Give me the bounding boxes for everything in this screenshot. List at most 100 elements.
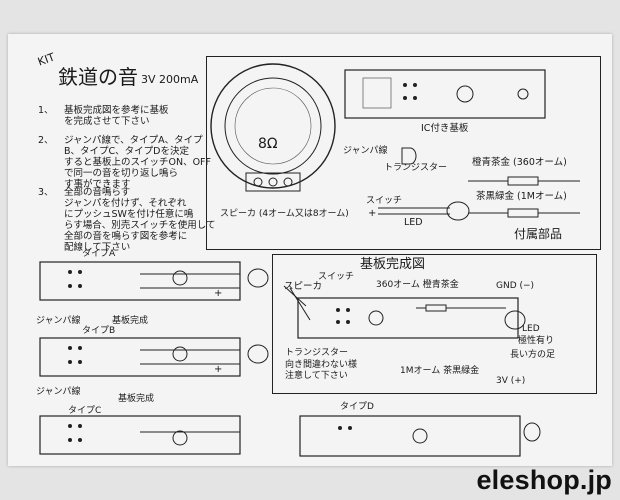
assembly-board-outline — [297, 297, 519, 339]
resistor-1m-label: 茶黒緑金 (1Mオーム) — [476, 191, 567, 202]
step-2-line-1: ジャンパ線で、タイプA、タイプ — [64, 135, 203, 146]
power-spec: 3V 200mA — [141, 73, 199, 86]
assembly-polarity: 極性有り — [518, 336, 555, 346]
transistor-note-1: トランジスター — [285, 348, 349, 358]
type-c-jumper: ジャンパ線 — [36, 387, 81, 397]
type-c-label: タイプC — [68, 406, 102, 416]
ic-board-outline — [344, 69, 546, 119]
type-d-hole-1 — [338, 426, 342, 430]
resistor-1m-body — [507, 208, 539, 218]
type-b-hole-4 — [78, 360, 82, 364]
type-a-board — [39, 261, 269, 301]
speaker-wire-2 — [289, 287, 311, 321]
type-b-led — [247, 344, 269, 364]
assembly-resistor-body — [425, 304, 447, 312]
type-a-hole-4 — [78, 284, 82, 288]
type-a-plus: + — [214, 288, 223, 299]
transistor-label: トランジスター — [384, 163, 448, 173]
assembly-r1m: 1Mオーム 茶黒緑金 — [400, 366, 480, 376]
jumper-label: ジャンパ線 — [343, 146, 388, 156]
step-2-number: 2、 — [38, 135, 54, 146]
assembly-gnd: GND (−) — [496, 281, 535, 291]
type-c-board-outline — [39, 415, 241, 455]
assembly-box — [272, 254, 597, 394]
parts-title: 付属部品 — [514, 227, 563, 241]
instruction-sheet — [8, 34, 612, 466]
assembly-board-hole-1 — [336, 308, 340, 312]
type-a-hole-2 — [78, 270, 82, 274]
type-a-pad — [172, 270, 188, 286]
type-c-hole-1 — [68, 424, 72, 428]
type-d-label: タイプD — [340, 402, 374, 412]
step-1-number: 1、 — [38, 105, 54, 116]
assembly-led-drawing — [504, 310, 526, 330]
step-3-line-4: らす場合、別売スイッチを使用して — [64, 220, 216, 231]
type-c-hole-2 — [78, 424, 82, 428]
resistor-360-body — [507, 176, 539, 186]
assembly-title: 基板完成図 — [360, 257, 426, 272]
resistor-360-label: 橙青茶金 (360オーム) — [472, 157, 567, 168]
step-1-line-2: を完成させて下さい — [64, 116, 150, 127]
resistor-1m-drawing — [468, 208, 580, 218]
step-3-line-1: 全部の音鳴らす — [64, 187, 131, 198]
speaker-inner-ring — [224, 77, 322, 175]
ic-board-label: IC付き基板 — [421, 123, 469, 134]
type-a-led — [247, 268, 269, 288]
ic-board-drawing — [344, 69, 546, 119]
assembly-3v: 3V (+) — [496, 376, 526, 386]
step-2-line-3: すると基板上のスイッチON、OFF — [64, 157, 211, 168]
assembly-switch: スイッチ — [318, 272, 355, 282]
assembly-board-hole-3 — [336, 320, 340, 324]
type-b-hole-3 — [68, 360, 72, 364]
assembly-led-lens — [504, 310, 526, 330]
assembly-board-drawing — [283, 285, 519, 339]
assembly-speaker: スピーカ — [284, 281, 323, 292]
type-b-board — [39, 337, 269, 377]
led-plus: + — [368, 208, 377, 219]
type-a-label: タイプA — [82, 249, 116, 259]
watermark: eleshop.jp — [476, 465, 612, 495]
speaker-drawing — [210, 63, 336, 192]
ic-board-hole-2 — [413, 83, 417, 87]
step-2-line-2: B、タイプC、タイプDを決定 — [64, 146, 189, 157]
type-b-board-outline — [39, 337, 241, 377]
type-d-board-outline — [299, 415, 521, 457]
led-lens — [446, 201, 470, 221]
transistor-body — [401, 147, 417, 165]
speaker-cone — [234, 87, 312, 165]
ic-board-hole-3 — [403, 96, 407, 100]
assembly-long-leg: 長い方の足 — [510, 350, 556, 360]
type-d-pad — [412, 428, 428, 444]
type-d-led — [523, 422, 541, 442]
led-drawing — [378, 201, 470, 221]
speaker-terminal — [245, 172, 301, 192]
type-d-hole-2 — [348, 426, 352, 430]
assembly-r360: 360オーム 橙青茶金 — [376, 280, 459, 290]
type-b-jumper: ジャンパ線 — [36, 316, 81, 326]
terminal-dot-3 — [283, 177, 293, 187]
ic-board-hole-1 — [403, 83, 407, 87]
parts-box — [206, 56, 601, 250]
led-label: LED — [404, 217, 423, 228]
type-b-hole-1 — [68, 346, 72, 350]
assembly-board-hole-4 — [346, 320, 350, 324]
type-b-done: 基板完成 — [112, 316, 149, 326]
speaker-label: スピーカ (4オーム又は8オーム) — [220, 209, 349, 219]
ic-board-pad-area — [362, 77, 392, 109]
type-a-board-outline — [39, 261, 241, 301]
step-2-line-4: で同一の音を切り返し鳴ら — [64, 168, 179, 179]
terminal-dot-1 — [253, 177, 263, 187]
assembly-board-pad — [368, 310, 384, 326]
type-a-hole-1 — [68, 270, 72, 274]
type-c-pad — [172, 430, 188, 446]
transistor-note-2: 向き間違わない様 — [285, 360, 358, 370]
step-2-line-5: す事ができます — [64, 179, 131, 190]
speaker-outer-ring — [210, 63, 336, 189]
type-b-plus: + — [214, 364, 223, 375]
resistor-360-drawing — [468, 176, 580, 186]
ic-board-mount-hole — [517, 88, 529, 100]
switch-label: スイッチ — [366, 196, 403, 206]
step-3-line-3: にプッシュSWを付け任意に鳴 — [64, 209, 194, 220]
step-3-line-5: 全部の音を鳴らす図を参考に — [64, 231, 188, 242]
type-b-pad — [172, 346, 188, 362]
